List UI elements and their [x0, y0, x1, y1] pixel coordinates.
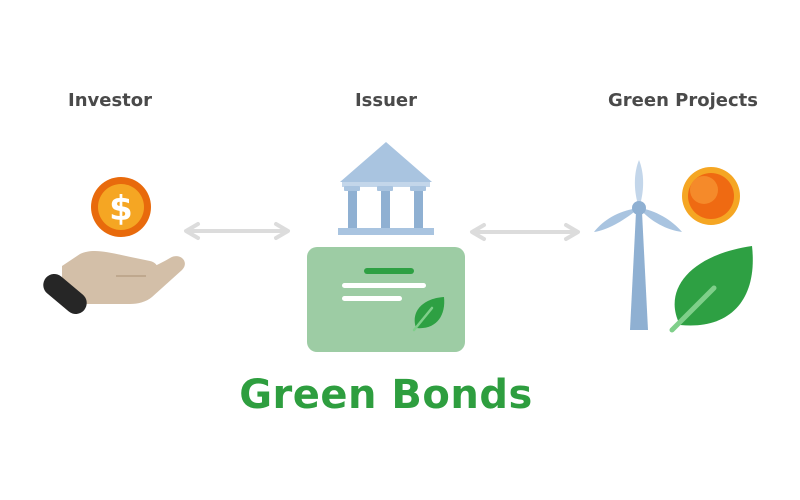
sun-icon [682, 167, 740, 225]
wind-turbine-icon [594, 160, 682, 330]
bank-building-icon [338, 142, 434, 235]
leaf-icon [412, 297, 445, 332]
coin-dollar-icon: $ [91, 177, 151, 237]
green-bonds-title: Green Bonds [239, 372, 533, 418]
open-hand-icon [43, 250, 185, 314]
issuer-label: Issuer [354, 90, 418, 111]
double-arrow-icon [184, 222, 290, 240]
leaf-icon [669, 246, 753, 333]
double-arrow-icon [470, 223, 580, 241]
investor-label: Investor [67, 90, 153, 111]
svg-text:$: $ [109, 189, 133, 229]
green-projects-label: Green Projects [608, 90, 758, 111]
bond-certificate-icon [307, 247, 465, 352]
